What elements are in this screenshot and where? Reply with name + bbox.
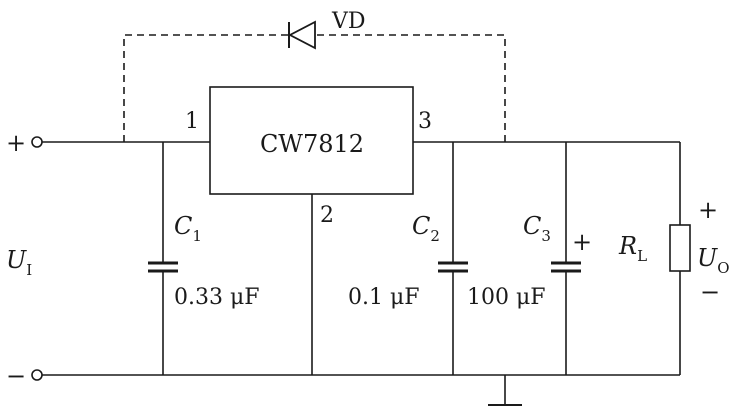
- input-plus-sign: +: [6, 129, 26, 157]
- diode-bypass-path: [123, 34, 506, 142]
- input-minus-sign: −: [6, 362, 26, 390]
- pin-2-label: 2: [320, 203, 334, 228]
- input-voltage-label: UI: [6, 246, 32, 279]
- input-plus-terminal: [31, 136, 43, 148]
- load-resistor: [669, 224, 691, 272]
- c1-label: C1: [174, 212, 202, 245]
- rl-label: RL: [618, 232, 647, 265]
- output-plus-sign: +: [698, 196, 718, 224]
- diode-label: VD: [331, 9, 366, 34]
- c1-value: 0.33 μF: [174, 285, 260, 310]
- c2-value: 0.1 μF: [348, 285, 420, 310]
- regulator-label: CW7812: [260, 130, 364, 158]
- pin-1-label: 1: [185, 109, 199, 134]
- pin-3-label: 3: [418, 109, 432, 134]
- c2-label: C2: [412, 212, 440, 245]
- output-voltage-label: UO: [697, 244, 730, 277]
- c3-value: 100 μF: [467, 285, 546, 310]
- output-minus-sign: −: [700, 278, 720, 306]
- c3-label: C3: [523, 212, 551, 245]
- input-minus-terminal: [31, 369, 43, 381]
- c3-polarity: +: [572, 228, 592, 256]
- diode-symbol: [288, 20, 316, 50]
